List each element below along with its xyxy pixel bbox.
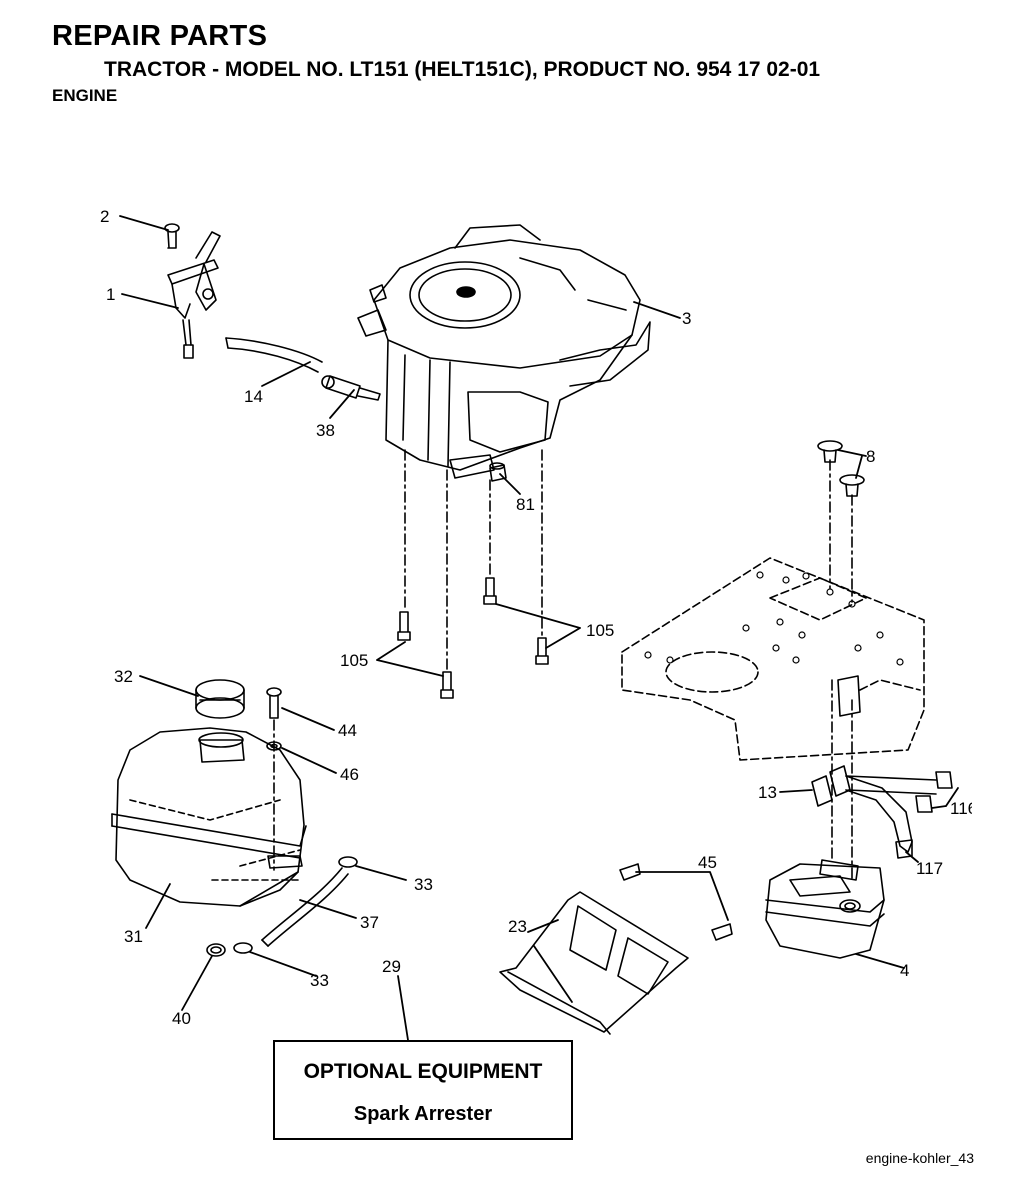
callout-3: 3	[682, 309, 691, 328]
exhaust-drawing	[811, 675, 953, 859]
leader-lines	[119, 215, 959, 1041]
drawing-reference: engine-kohler_43	[865, 1150, 974, 1166]
right-crop-mask	[972, 790, 1024, 830]
callout-2: 2	[100, 207, 109, 226]
callout-81: 81	[516, 495, 535, 514]
fuel-hose-drawing	[206, 856, 358, 957]
callout-38: 38	[316, 421, 335, 440]
callout-37: 37	[360, 913, 379, 932]
callout-116: 116	[950, 799, 977, 818]
callout-1: 1	[106, 285, 115, 304]
engine-drawing	[357, 224, 651, 479]
throttle-control-drawing	[167, 231, 221, 359]
page-title: REPAIR PARTS	[52, 20, 268, 52]
model-subtitle: TRACTOR - MODEL NO. LT151 (HELT151C), PR…	[104, 58, 821, 81]
callout-32: 32	[114, 667, 133, 686]
callout-33-upper: 33	[414, 875, 433, 894]
callout-23: 23	[508, 917, 527, 936]
screw-drawing	[164, 223, 180, 249]
callout-31: 31	[124, 927, 143, 946]
muffler-drawing	[765, 859, 885, 959]
callout-105-right: 105	[586, 621, 614, 640]
callout-105-left: 105	[340, 651, 368, 670]
fuel-line-drawing	[225, 337, 381, 401]
optional-equipment-box: OPTIONAL EQUIPMENT Spark Arrester	[273, 1040, 573, 1140]
callout-46: 46	[340, 765, 359, 784]
callout-40: 40	[172, 1009, 191, 1028]
optional-equipment-heading: OPTIONAL EQUIPMENT	[304, 1060, 543, 1083]
hex-bolts-8-drawing	[817, 440, 865, 497]
callout-33-lower: 33	[310, 971, 329, 990]
section-label: ENGINE	[52, 86, 118, 105]
callout-44: 44	[338, 721, 357, 740]
frame-drawing	[621, 557, 925, 761]
callout-labels: 2 1 3 14 38 81 8 105 105 32 44 46 31 33 …	[100, 207, 977, 1028]
bolts-105-drawing	[397, 577, 549, 699]
nut-81-drawing	[489, 462, 507, 482]
callout-8: 8	[866, 447, 875, 466]
callout-45: 45	[698, 853, 717, 872]
heat-shield-drawing	[499, 863, 733, 1035]
spark-arrester-label: Spark Arrester	[354, 1103, 492, 1125]
frame-holes	[644, 571, 904, 666]
callout-14: 14	[244, 387, 263, 406]
fuel-tank-drawing	[111, 679, 307, 907]
callout-29: 29	[382, 957, 401, 976]
callout-117: 117	[916, 859, 943, 878]
callout-13: 13	[758, 783, 777, 802]
callout-4: 4	[900, 961, 909, 980]
